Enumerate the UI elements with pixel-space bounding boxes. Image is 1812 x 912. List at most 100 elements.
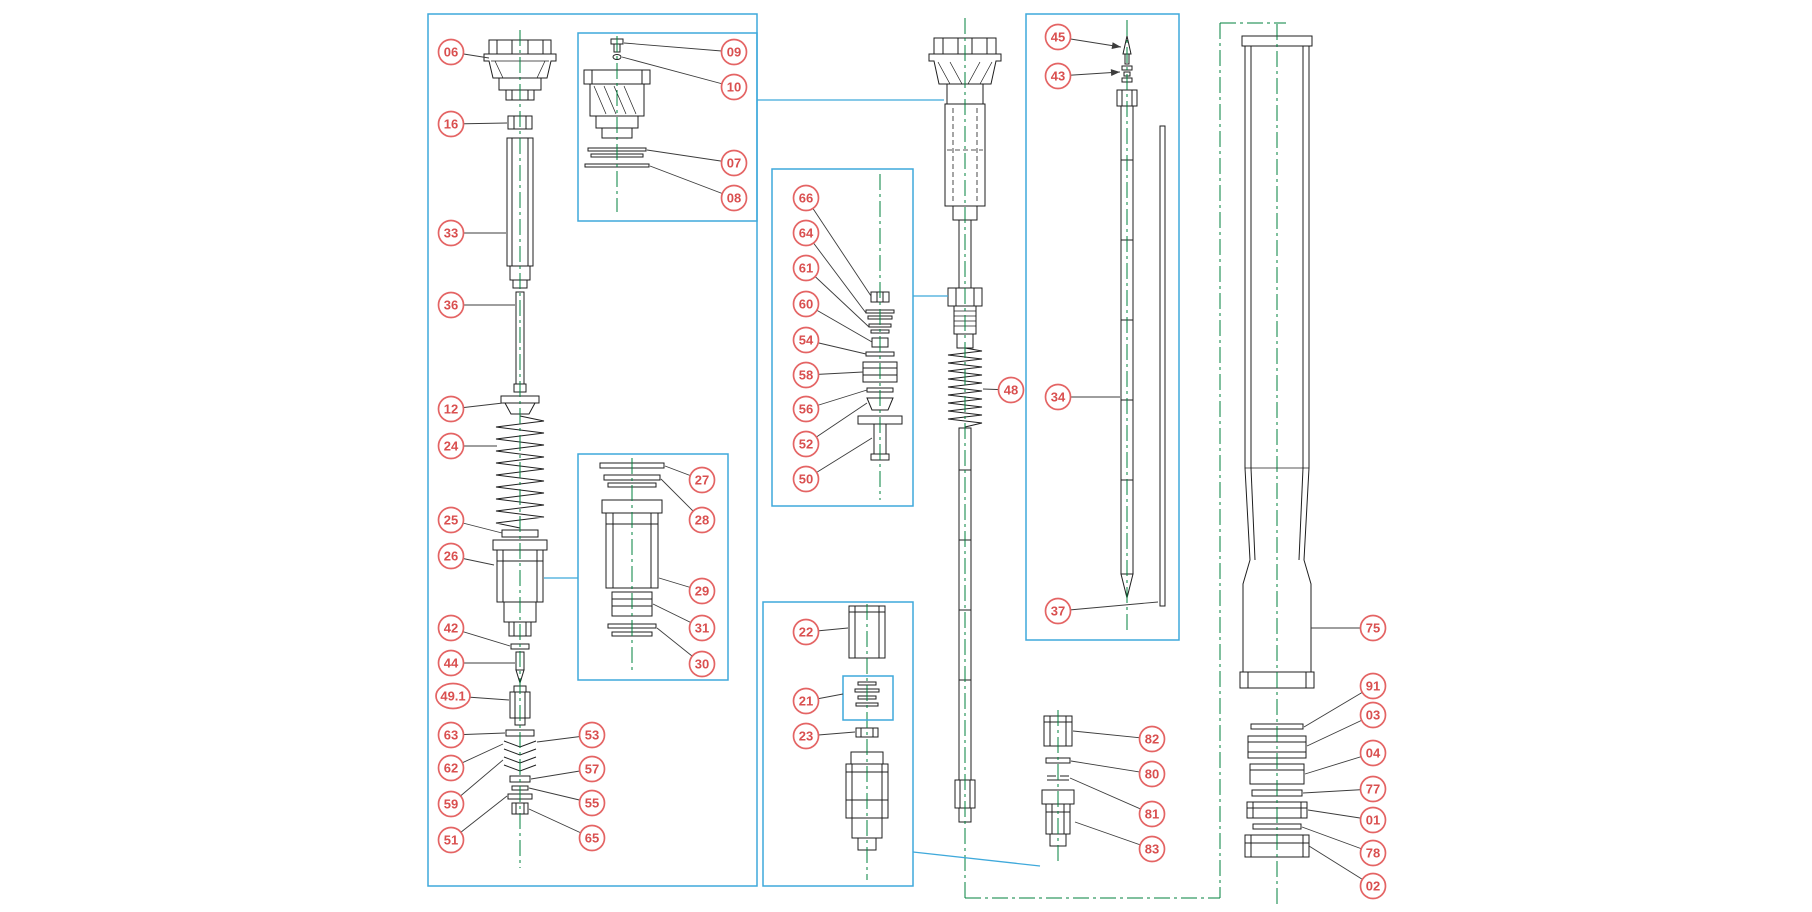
callout-58[interactable]: 58 [792,361,864,389]
callout-circle [792,290,820,318]
callout-number: 80 [1145,767,1159,782]
callout-51[interactable]: 51 [437,795,508,854]
callout-26[interactable]: 26 [437,542,495,570]
callout-number: 53 [585,728,599,743]
callout-62[interactable]: 62 [437,743,504,782]
callout-12[interactable]: 12 [437,395,504,423]
callout-91[interactable]: 91 [1303,672,1387,728]
callout-75[interactable]: 75 [1311,614,1387,642]
callout-number: 12 [444,402,458,417]
callout-21[interactable]: 21 [792,687,844,715]
callout-61[interactable]: 61 [792,254,870,328]
callout-53[interactable]: 53 [536,721,606,749]
callout-33[interactable]: 33 [437,219,507,247]
callout-50[interactable]: 50 [792,437,873,493]
callout-81[interactable]: 81 [1069,777,1166,828]
callout-number: 59 [444,797,458,812]
callout-number: 07 [727,156,741,171]
callout-number: 56 [799,402,813,417]
callout-circle [1359,739,1387,767]
callout-31[interactable]: 31 [652,603,716,642]
callout-44[interactable]: 44 [437,649,516,677]
callout-01[interactable]: 01 [1307,806,1387,834]
callout-number: 33 [444,226,458,241]
leader-line [649,165,735,199]
group-box-valve-stack [771,168,914,507]
leader-line [1057,601,1159,612]
callout-36[interactable]: 36 [437,291,516,319]
callout-circle [792,326,820,354]
callout-83[interactable]: 83 [1074,821,1166,863]
callout-number: 36 [444,298,458,313]
group-box-lower-cylinder [762,601,914,887]
callout-28[interactable]: 28 [660,478,716,534]
callout-80[interactable]: 80 [1070,760,1166,788]
part-rod-37 [1159,125,1166,607]
callout-27[interactable]: 27 [664,465,716,494]
callout-65[interactable]: 65 [528,808,606,852]
callout-circle [792,430,820,458]
callout-25[interactable]: 25 [437,506,503,534]
callout-63[interactable]: 63 [437,721,506,749]
callout-circle [437,38,465,66]
callout-08[interactable]: 08 [649,165,748,212]
callout-number: 58 [799,368,813,383]
callout-48[interactable]: 48 [982,376,1025,404]
callout-66[interactable]: 66 [792,184,872,297]
group-box-rods [1025,13,1180,641]
callout-29[interactable]: 29 [658,577,716,605]
callout-number: 27 [695,473,709,488]
callout-circle [437,506,465,534]
callout-number: 24 [444,439,459,454]
callout-77[interactable]: 77 [1302,775,1387,803]
leader-line [621,56,735,88]
callout-number: 29 [695,584,709,599]
callout-57[interactable]: 57 [530,755,606,783]
callout-52[interactable]: 52 [792,402,868,458]
callout-circle [437,542,465,570]
callout-02[interactable]: 02 [1308,845,1387,900]
callout-10[interactable]: 10 [621,56,748,101]
callout-number: 25 [444,513,458,528]
callout-circle [578,755,606,783]
callout-43[interactable]: 43 [1044,62,1121,90]
callout-55[interactable]: 55 [528,787,606,817]
callout-30[interactable]: 30 [656,627,716,678]
callout-34[interactable]: 34 [1044,383,1121,411]
callout-circle [1359,872,1387,900]
callout-number: 49.1 [440,689,465,704]
callout-number: 44 [444,656,459,671]
callout-24[interactable]: 24 [437,432,498,460]
leader-line [1070,760,1153,775]
callout-circle [688,506,716,534]
callout-09[interactable]: 09 [623,38,748,66]
callout-37[interactable]: 37 [1044,597,1159,625]
callout-78[interactable]: 78 [1301,826,1387,867]
callout-64[interactable]: 64 [792,219,867,314]
callout-54[interactable]: 54 [792,326,867,355]
callout-number: 34 [1051,390,1066,405]
callout-number: 06 [444,45,458,60]
callout-60[interactable]: 60 [792,290,873,343]
callout-03[interactable]: 03 [1306,701,1387,747]
callout-circle [720,73,748,101]
callout-23[interactable]: 23 [792,722,856,750]
callout-45[interactable]: 45 [1044,23,1122,51]
callout-42[interactable]: 42 [437,614,511,647]
callout-06[interactable]: 06 [437,38,490,66]
callout-circle [437,649,465,677]
callout-82[interactable]: 82 [1072,725,1166,753]
callout-circle [578,789,606,817]
callout-number: 37 [1051,604,1065,619]
callout-16[interactable]: 16 [437,110,508,138]
callout-04[interactable]: 04 [1304,739,1387,775]
group-boxes-layer [427,13,1180,887]
callout-number: 50 [799,472,813,487]
callout-22[interactable]: 22 [792,618,849,646]
leader-arrowhead [1110,69,1120,76]
callout-07[interactable]: 07 [646,149,748,177]
callout-circle [435,682,471,710]
callout-49.1[interactable]: 49.1 [435,682,510,710]
callout-59[interactable]: 59 [437,759,504,818]
callout-56[interactable]: 56 [792,389,868,423]
